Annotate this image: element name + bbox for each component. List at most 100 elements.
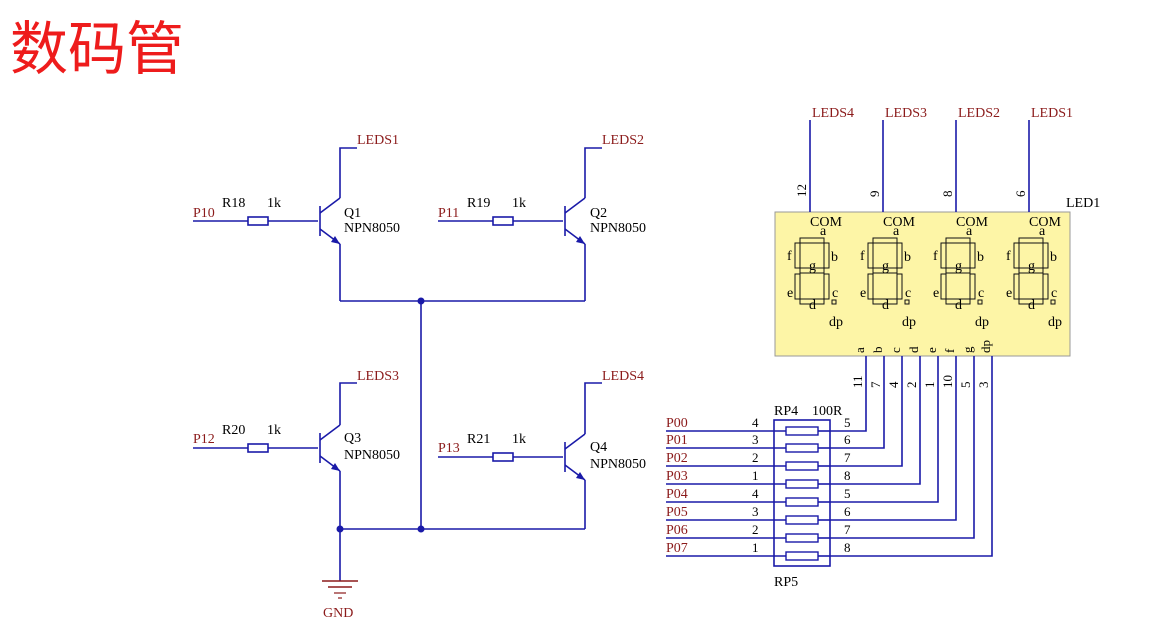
segment-label: dp	[1048, 315, 1062, 330]
segment-wire	[830, 356, 921, 485]
segment-wire	[830, 356, 993, 557]
segment-label: f	[933, 249, 938, 264]
network-pin-right: 7	[844, 522, 851, 537]
segment-c	[969, 273, 976, 300]
segment-b	[823, 242, 830, 269]
segment-label: c	[832, 286, 838, 301]
segment-e	[1013, 273, 1020, 300]
resistor-r21	[492, 452, 514, 462]
network-pin-left: 4	[752, 415, 759, 430]
transistor-q1-part: NPN8050	[344, 221, 400, 236]
segment-pin-label: c	[888, 347, 903, 353]
collector-net-leds3: LEDS3	[357, 369, 399, 384]
segment-label: e	[1006, 286, 1012, 301]
resistor-r19-value: 1k	[512, 196, 526, 211]
segment-pin-label: e	[924, 347, 939, 353]
segment-label: g	[955, 259, 962, 274]
segment-label: d	[955, 298, 962, 313]
digit-com-label: COM	[883, 215, 915, 230]
segment-pin-number: 5	[958, 382, 973, 389]
segment-d	[945, 298, 971, 305]
junction-dot	[417, 525, 425, 533]
resistor-r20-ref: R20	[222, 423, 245, 438]
digit-pin-number: 9	[867, 191, 882, 198]
network-pin-right: 5	[844, 486, 851, 501]
segment-label: a	[1039, 224, 1046, 239]
segment-dp	[1050, 299, 1056, 305]
segment-b	[969, 242, 976, 269]
segment-pin-number: 1	[922, 382, 937, 389]
segment-f	[1013, 242, 1020, 269]
segment-wire	[830, 356, 885, 449]
network-pin-right: 5	[844, 415, 851, 430]
network-pin-right: 6	[844, 432, 851, 447]
emitter-arrow-icon	[576, 236, 585, 244]
port-net-label: P03	[666, 469, 688, 484]
network-pin-left: 4	[752, 486, 759, 501]
network-pin-left: 2	[752, 450, 759, 465]
segment-label: f	[1006, 249, 1011, 264]
segment-g	[1018, 267, 1044, 274]
segment-wire	[830, 356, 939, 503]
segment-label: b	[1050, 250, 1057, 265]
segment-d	[872, 298, 898, 305]
transistor-q1-circuit: P10 R18 1k LEDS1 Q1 NPN8050	[193, 133, 400, 301]
network-pin-left: 3	[752, 432, 759, 447]
digit-pin-number: 12	[794, 184, 809, 197]
segment-label: g	[882, 259, 889, 274]
segment-label: e	[787, 286, 793, 301]
segment-pin-label: b	[870, 347, 885, 354]
resistor-r18-value: 1k	[267, 196, 281, 211]
segment-wire	[830, 356, 903, 467]
display-ref: LED1	[1066, 196, 1100, 211]
digit-com-label: COM	[1029, 215, 1061, 230]
segment-label: b	[977, 250, 984, 265]
network-pin-right: 8	[844, 540, 851, 555]
network-pin-right: 8	[844, 468, 851, 483]
resistor-r18-ref: R18	[222, 196, 245, 211]
segment-e	[867, 273, 874, 300]
transistor-q2-circuit: P11 R19 1k LEDS2 Q2 NPN8050	[438, 133, 646, 301]
segment-g	[872, 267, 898, 274]
segment-label: c	[905, 286, 911, 301]
segment-label: d	[882, 298, 889, 313]
transistor-q4-circuit: P13 R21 1k LEDS4 Q4 NPN8050	[438, 369, 646, 529]
input-net-p11: P11	[438, 206, 459, 221]
segment-label: a	[820, 224, 827, 239]
segment-pin-label: g	[960, 346, 975, 353]
segment-label: c	[978, 286, 984, 301]
digit-select-lines	[809, 120, 1030, 212]
segment-pin-label: a	[852, 347, 867, 353]
segment-dp	[977, 299, 983, 305]
resistor-r18	[247, 216, 269, 226]
transistor-q3-circuit: P12 R20 1k LEDS3 Q3 NPN8050	[193, 369, 400, 581]
input-net-p13: P13	[438, 441, 460, 456]
segment-label: c	[1051, 286, 1057, 301]
digit-net-leds2: LEDS2	[958, 106, 1000, 121]
segment-label: g	[1028, 259, 1035, 274]
network-resistor	[785, 497, 819, 507]
segment-f	[867, 242, 874, 269]
segment-label: a	[966, 224, 973, 239]
segment-label: e	[933, 286, 939, 301]
transistor-q3-ref: Q3	[344, 431, 361, 446]
segment-e	[940, 273, 947, 300]
resistor-r20	[247, 443, 269, 453]
segment-e	[794, 273, 801, 300]
input-net-p12: P12	[193, 432, 215, 447]
segment-label: f	[860, 249, 865, 264]
segment-label: dp	[902, 315, 916, 330]
transistor-q4-part: NPN8050	[590, 457, 646, 472]
segment-pin-number: 3	[976, 382, 991, 389]
junction-dot	[336, 525, 344, 533]
segment-f	[940, 242, 947, 269]
segment-pin-number: 7	[868, 381, 883, 388]
segment-pin-number: 10	[940, 375, 955, 388]
segment-b	[896, 242, 903, 269]
resistor-r19-ref: R19	[467, 196, 490, 211]
segment-d	[1018, 298, 1044, 305]
emitter-arrow-icon	[331, 463, 340, 471]
port-net-label: P00	[666, 416, 688, 431]
